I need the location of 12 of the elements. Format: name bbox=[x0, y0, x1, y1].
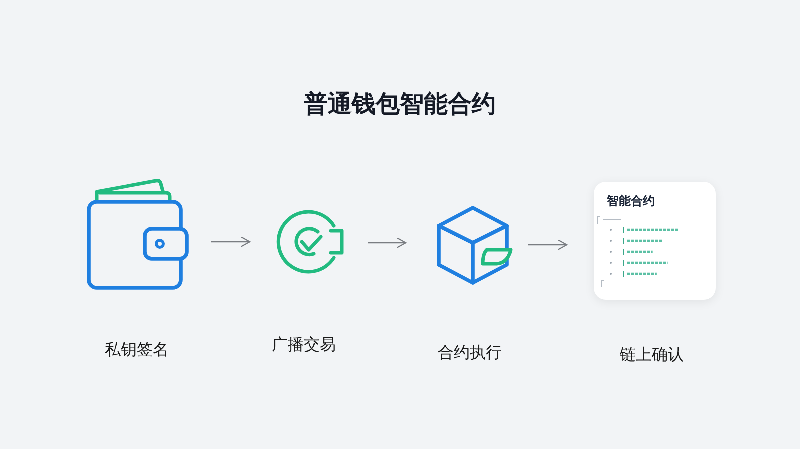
step-label: 广播交易 bbox=[272, 336, 336, 354]
step-label: 链上确认 bbox=[620, 346, 684, 364]
arrow bbox=[368, 237, 407, 249]
arrow bbox=[211, 236, 251, 248]
card-title: 智能合约 bbox=[607, 193, 655, 210]
wallet-icon bbox=[85, 176, 191, 292]
step-label: 私钥签名 bbox=[105, 341, 169, 359]
arrow bbox=[528, 239, 568, 251]
diagram-title: 普通钱包智能合约 bbox=[304, 89, 496, 120]
code-card bbox=[594, 182, 716, 300]
step-label: 合约执行 bbox=[438, 344, 502, 362]
cube-icon bbox=[436, 205, 514, 285]
